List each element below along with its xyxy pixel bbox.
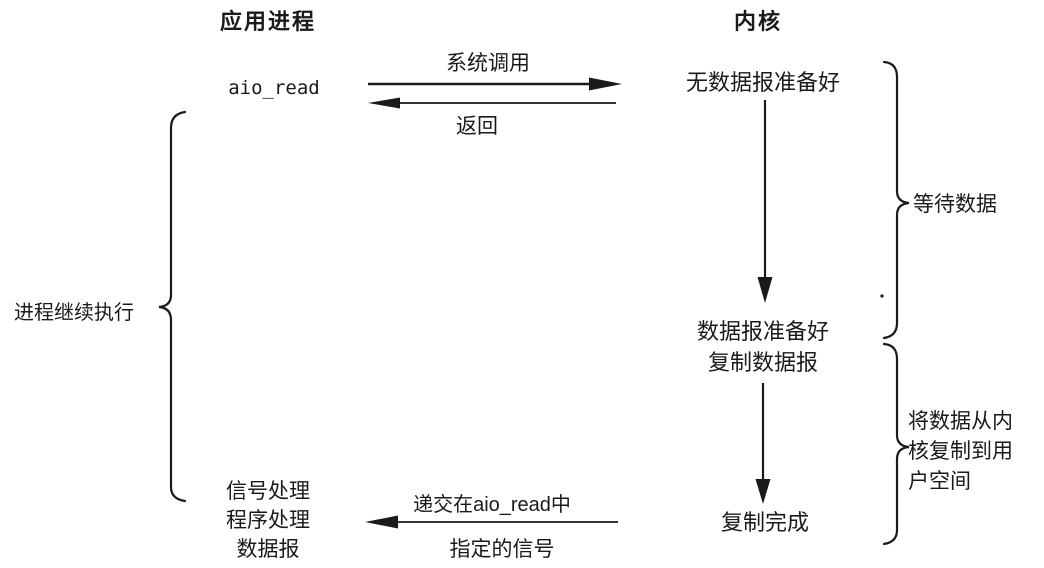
- signal-arrow-icon: [365, 515, 618, 529]
- copy-to-user-line1: 将数据从内: [908, 410, 1013, 433]
- signal-delivery-label-top: 递交在aio_read中: [413, 494, 571, 516]
- signal-delivery-label-bottom: 指定的信号: [449, 538, 555, 561]
- right-brace-copy: [882, 342, 910, 546]
- signal-handler-line2: 程序处理: [226, 509, 310, 532]
- copy-to-user-brace-label: 将数据从内 核复制到用 户空间: [908, 407, 1042, 497]
- aio-read-label: aio_read: [228, 77, 320, 99]
- syscall-arrow-label: 系统调用: [446, 52, 530, 75]
- syscall-arrow-icon: [368, 77, 622, 91]
- datagram-ready-line2: 复制数据报: [707, 350, 818, 375]
- no-datagram-ready-label: 无数据报准备好: [685, 70, 840, 95]
- return-arrow-label: 返回: [456, 115, 498, 138]
- process-continues-label: 进程继续执行: [14, 302, 134, 324]
- return-arrow-icon: [368, 97, 616, 109]
- copy-complete-label: 复制完成: [720, 510, 809, 535]
- left-brace: [158, 110, 187, 503]
- kernel-header: 内核: [733, 9, 782, 34]
- right-brace-wait: [882, 60, 910, 340]
- copy-to-user-line2: 核复制到用: [908, 440, 1013, 463]
- signal-handler-label: 信号处理 程序处理 数据报: [178, 477, 358, 564]
- datagram-ready-label: 数据报准备好 复制数据报: [663, 316, 863, 378]
- datagram-ready-line1: 数据报准备好: [696, 319, 829, 344]
- wait-data-brace-label: 等待数据: [913, 193, 997, 216]
- signal-handler-line1: 信号处理: [226, 480, 310, 503]
- kernel-wait-arrow-icon: [757, 100, 773, 303]
- signal-handler-line3: 数据报: [236, 538, 300, 561]
- print-speck: [880, 294, 884, 298]
- app-process-header: 应用进程: [219, 9, 316, 34]
- copy-to-user-line3: 户空间: [908, 470, 971, 493]
- kernel-copy-arrow-icon: [755, 383, 771, 504]
